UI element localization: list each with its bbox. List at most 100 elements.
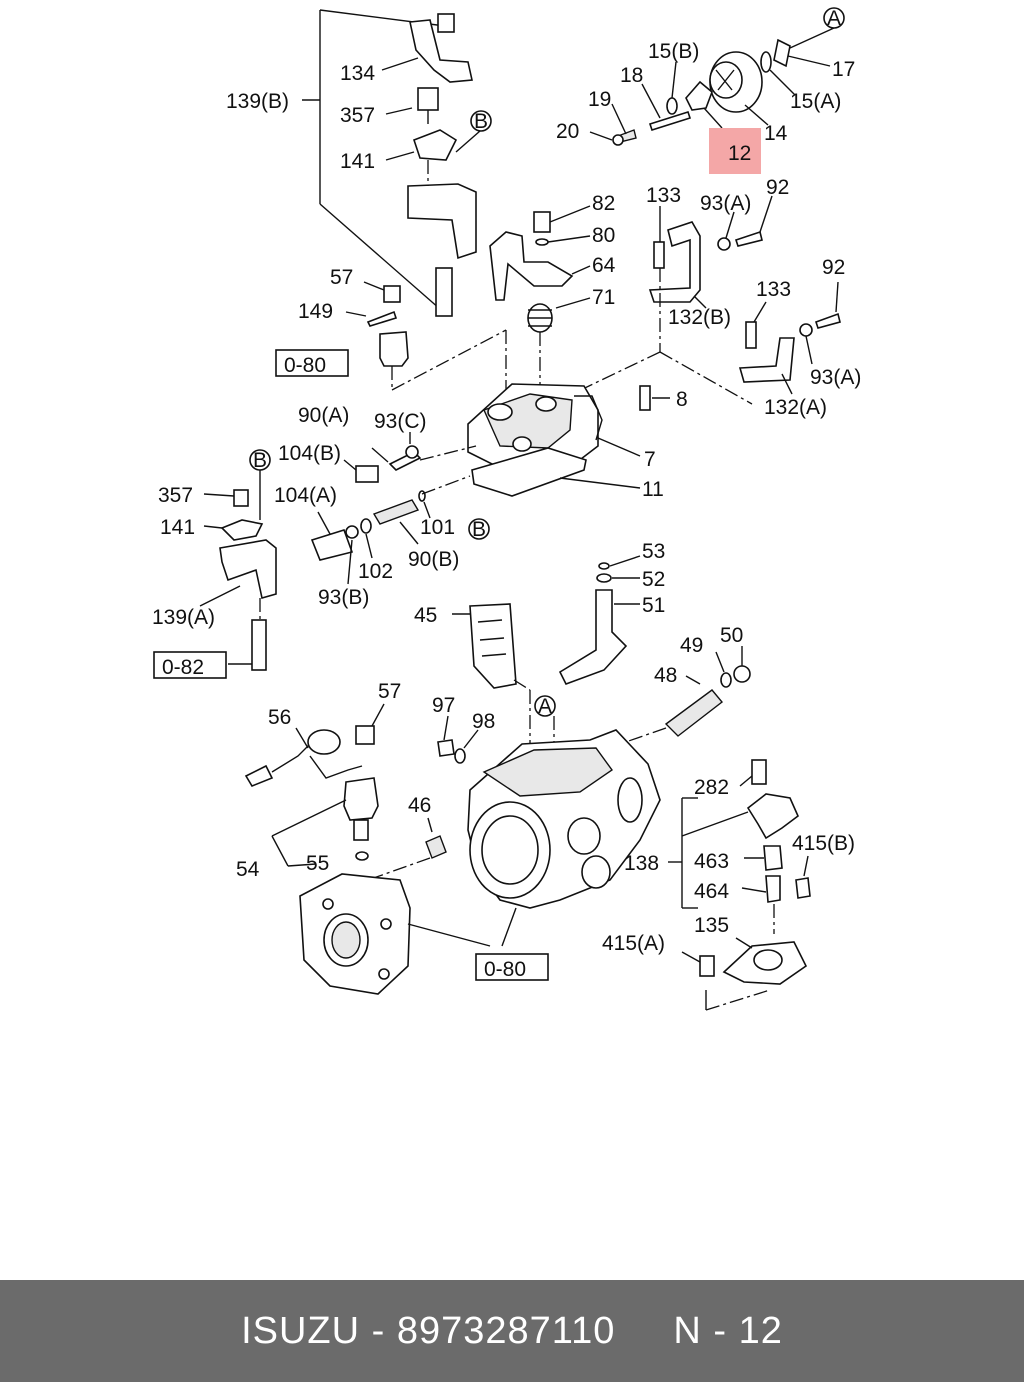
bolt-133a (653, 241, 665, 269)
callout-45: 45 (414, 604, 437, 627)
cap-104b (355, 465, 379, 483)
callout-54: 54 (236, 858, 260, 881)
shaft-18 (648, 111, 692, 131)
nut-57b (355, 725, 375, 745)
callout-282: 282 (694, 776, 729, 799)
ring-101 (418, 490, 426, 502)
callout-20: 20 (556, 120, 579, 143)
callout-463: 463 (694, 850, 729, 873)
callout-90a: 90(A) (298, 404, 349, 427)
coupling-12 (685, 80, 713, 111)
bolt-357 (417, 87, 439, 111)
callout-11: 11 (642, 478, 664, 501)
callout-149: 149 (298, 300, 333, 323)
nut-50 (733, 665, 751, 683)
solenoid (379, 331, 409, 367)
callout-141-left: 141 (160, 516, 195, 539)
callout-139b: 139(B) (226, 90, 289, 113)
footer-part-number: 8973287110 (396, 1309, 616, 1352)
stud-46 (425, 835, 447, 859)
bolt-415a (699, 955, 715, 977)
screw-48 (664, 689, 724, 737)
timer-cover-group (668, 759, 811, 1011)
callout-135: 135 (694, 914, 729, 937)
nut-93a1 (717, 237, 731, 251)
highlight-12 (709, 128, 761, 174)
nut-93c (405, 445, 419, 459)
callout-46: 46 (408, 794, 431, 817)
ref-box-082 (153, 651, 227, 679)
callout-57-top: 57 (330, 266, 353, 289)
callout-51: 51 (642, 594, 665, 617)
marker-b-top: B (474, 110, 488, 133)
footer-section: N (673, 1309, 702, 1352)
callout-52: 52 (642, 568, 665, 591)
connector-56 (244, 764, 274, 787)
callout-101: 101 (420, 516, 455, 539)
marker-a-top: A (827, 7, 841, 30)
bracket-139a-group: B 0-82 (153, 449, 277, 679)
drive-gear-group: A (589, 7, 845, 174)
callout-14: 14 (764, 122, 788, 145)
screw-282 (751, 759, 767, 785)
callout-15a: 15(A) (790, 90, 841, 113)
callout-415b: 415(B) (792, 832, 855, 855)
callout-97: 97 (432, 694, 455, 717)
valve-463 (763, 845, 783, 871)
nut-134 (437, 13, 455, 33)
callout-57-mid: 57 (378, 680, 401, 703)
callout-18: 18 (620, 64, 643, 87)
callout-labels: 12 14 15(B) 15(A) 17 18 19 20 134 139(B)… (152, 40, 861, 955)
washer-80 (535, 238, 549, 246)
spacer-82 (533, 211, 551, 233)
footer-dash-2: - (713, 1309, 728, 1352)
callout-12: 12 (728, 142, 751, 165)
parts-diagram: A B (152, 7, 861, 1011)
callout-17: 17 (832, 58, 855, 81)
sensor-head-56 (307, 729, 341, 755)
callout-93a-top: 93(A) (700, 192, 751, 215)
wire-149 (366, 310, 398, 327)
clip-141 (412, 129, 458, 161)
callout-133-right: 133 (756, 278, 791, 301)
marker-circle-b-mid (468, 518, 490, 540)
callout-19: 19 (588, 88, 611, 111)
cap-104a (310, 529, 354, 561)
oring-55 (355, 851, 369, 861)
callout-53: 53 (642, 540, 665, 563)
adjuster-group: B (310, 432, 490, 585)
callout-93c: 93(C) (374, 410, 427, 433)
callout-102: 102 (358, 560, 393, 583)
lever-64-group (489, 205, 591, 386)
governor-cover-group (467, 383, 670, 497)
marker-a-mid: A (538, 695, 552, 718)
ref-082: 0-82 (162, 656, 204, 679)
ref-080-bottom: 0-80 (484, 958, 526, 981)
callout-132b: 132(B) (668, 306, 731, 329)
callout-93a-right: 93(A) (810, 366, 861, 389)
pump-body-group: 0-80 (299, 729, 661, 995)
callout-104a: 104(A) (274, 484, 337, 507)
marker-b-mid: B (472, 518, 486, 541)
callout-138: 138 (624, 852, 659, 875)
callout-92-top: 92 (766, 176, 789, 199)
solenoid-group: 0-80 (275, 281, 507, 410)
bolt-97 (437, 739, 455, 757)
bolt-90b (372, 499, 420, 525)
bolt-357b (233, 489, 249, 507)
valve-51 (558, 589, 628, 685)
callout-357-left: 357 (158, 484, 193, 507)
plunger-group: A (452, 555, 751, 770)
callout-104b: 104(B) (278, 442, 341, 465)
callout-48: 48 (654, 664, 677, 687)
plug-464 (765, 875, 781, 903)
bracket-132a (738, 337, 795, 383)
callout-56: 56 (268, 706, 291, 729)
callout-93b: 93(B) (318, 586, 369, 609)
nut-93b (345, 525, 359, 539)
callout-7: 7 (644, 448, 656, 471)
callout-82: 82 (592, 192, 615, 215)
lever-64 (489, 231, 574, 301)
washer-49 (720, 672, 732, 688)
callout-50: 50 (720, 624, 743, 647)
